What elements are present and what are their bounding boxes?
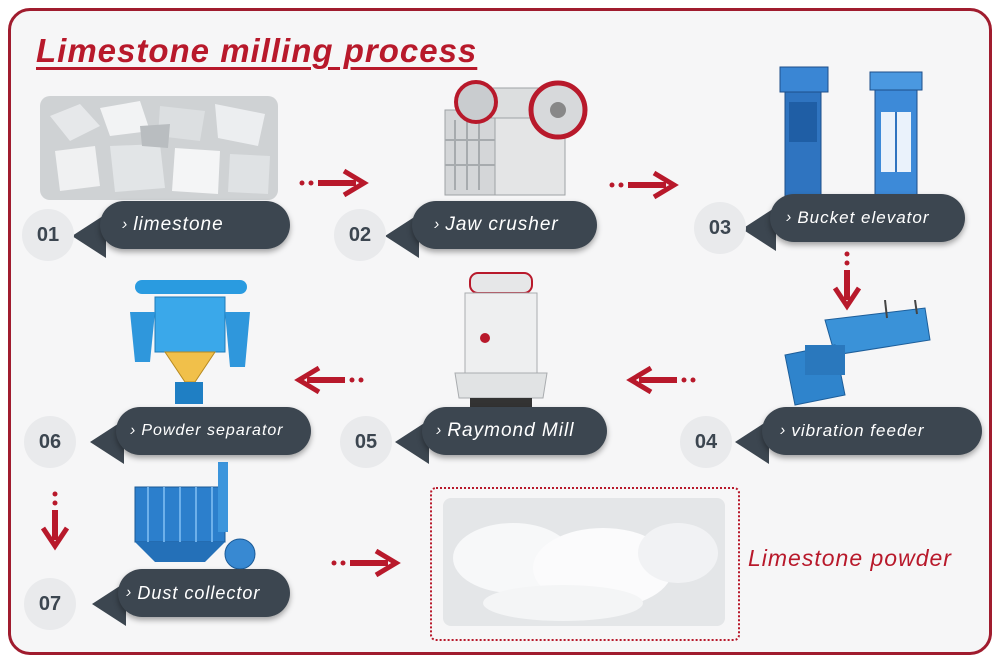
powder-separator-image (130, 280, 250, 404)
limestone-powder-image (443, 498, 725, 626)
step-label-jaw-crusher: › Jaw crusher (412, 201, 597, 249)
limestone-rocks-image (40, 96, 278, 200)
step-label-vibration-feeder: › vibration feeder (762, 407, 982, 455)
arrow-right-icon (299, 168, 369, 198)
dust-collector-image (134, 462, 256, 570)
powder-frame (430, 487, 740, 641)
chevron-right-icon: › (434, 216, 440, 233)
chevron-right-icon: › (122, 216, 128, 233)
step-number-04: 04 (680, 416, 732, 468)
arrow-down-icon (40, 491, 70, 551)
chevron-right-icon: › (786, 209, 792, 226)
arrow-down-icon (832, 251, 862, 311)
step-number-06: 06 (24, 416, 76, 468)
step-label-raymond-mill: › Raymond Mill (422, 407, 607, 455)
step-number-05: 05 (340, 416, 392, 468)
arrow-right-icon (609, 170, 679, 200)
step-label-limestone: › limestone (100, 201, 290, 249)
page-title: Limestone milling process (36, 32, 478, 69)
step-number-07: 07 (24, 578, 76, 630)
step-label-powder-separator: › Powder separator (116, 407, 311, 455)
step-number-02: 02 (334, 209, 386, 261)
chevron-right-icon: › (126, 584, 132, 601)
chevron-right-icon: › (436, 422, 442, 439)
step-label-bucket-elevator: › Bucket elevator (770, 194, 965, 242)
chevron-right-icon: › (130, 422, 136, 439)
arrow-left-icon (294, 365, 364, 395)
vibration-feeder-image (784, 300, 931, 406)
bucket-elevator-image (779, 66, 923, 201)
arrow-left-icon (626, 365, 696, 395)
step-number-03: 03 (694, 202, 746, 254)
step-label-dust-collector: › Dust collector (118, 569, 290, 617)
chevron-right-icon: › (780, 422, 786, 439)
product-label: Limestone powder (748, 545, 952, 571)
jaw-crusher-image (444, 80, 588, 196)
step-number-01: 01 (22, 209, 74, 261)
arrow-right-icon (331, 548, 401, 578)
raymond-mill-image (454, 272, 548, 414)
